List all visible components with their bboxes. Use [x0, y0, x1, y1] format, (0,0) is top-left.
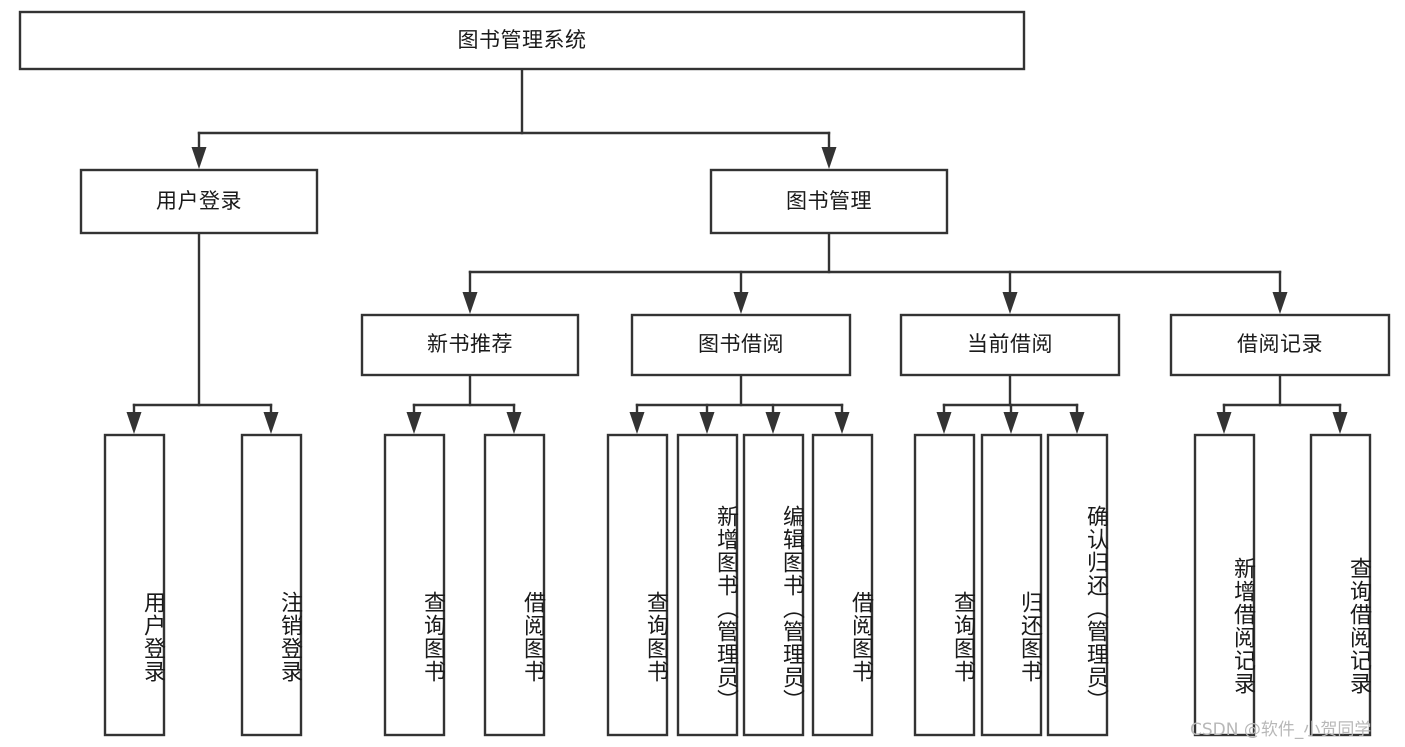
edge-arrow-1: [1332, 412, 1348, 434]
edge-arrow-0: [1216, 412, 1232, 434]
node-box-root[interactable]: [18, 10, 1026, 71]
edge-arrow-0: [406, 412, 422, 434]
node-box-leaf-query-book-3[interactable]: [913, 433, 976, 737]
edge-group-bookmanage-to-level2: [462, 231, 1288, 314]
edge-arrow-1: [263, 412, 279, 434]
edge-arrow-2: [765, 412, 781, 434]
edge-arrow-1: [821, 147, 837, 169]
node-box-leaf-user-login[interactable]: [103, 433, 166, 737]
node-box-leaf-add-book[interactable]: [676, 433, 739, 737]
edge-group-borrow-to-leaves: [629, 373, 850, 434]
edge-arrow-3: [1272, 292, 1288, 314]
node-box-new-book-recommend[interactable]: [360, 313, 580, 377]
edge-group-record-to-leaves: [1216, 373, 1348, 434]
node-box-leaf-borrow-book-1[interactable]: [483, 433, 546, 737]
edge-arrow-2: [1069, 412, 1085, 434]
edge-group-userlogin-to-leaves: [126, 231, 279, 434]
node-box-current-borrow[interactable]: [899, 313, 1121, 377]
node-box-book-borrow[interactable]: [630, 313, 852, 377]
edge-group-current-to-leaves: [936, 373, 1085, 434]
edge-group-root-to-level1: [191, 67, 837, 169]
node-box-borrow-record[interactable]: [1169, 313, 1391, 377]
node-box-user-login[interactable]: [79, 168, 319, 235]
node-box-leaf-edit-book[interactable]: [742, 433, 805, 737]
edge-arrow-0: [191, 147, 207, 169]
edge-arrow-3: [834, 412, 850, 434]
node-box-book-manage[interactable]: [709, 168, 949, 235]
node-box-leaf-query-book-1[interactable]: [383, 433, 446, 737]
node-box-leaf-query-record[interactable]: [1309, 433, 1372, 737]
node-box-leaf-query-book-2[interactable]: [606, 433, 669, 737]
edge-arrow-0: [126, 412, 142, 434]
node-box-leaf-add-record[interactable]: [1193, 433, 1256, 737]
node-box-leaf-confirm-return[interactable]: [1046, 433, 1109, 737]
node-box-leaf-logout[interactable]: [240, 433, 303, 737]
edge-arrow-0: [462, 292, 478, 314]
edge-arrow-1: [699, 412, 715, 434]
edge-arrow-1: [506, 412, 522, 434]
node-box-leaf-return-book[interactable]: [980, 433, 1043, 737]
edge-arrow-1: [1003, 412, 1019, 434]
edge-arrow-1: [733, 292, 749, 314]
edge-arrow-0: [629, 412, 645, 434]
node-box-leaf-borrow-book-2[interactable]: [811, 433, 874, 737]
edge-group-recommend-to-leaves: [406, 373, 522, 434]
edge-arrow-0: [936, 412, 952, 434]
edge-arrow-2: [1002, 292, 1018, 314]
